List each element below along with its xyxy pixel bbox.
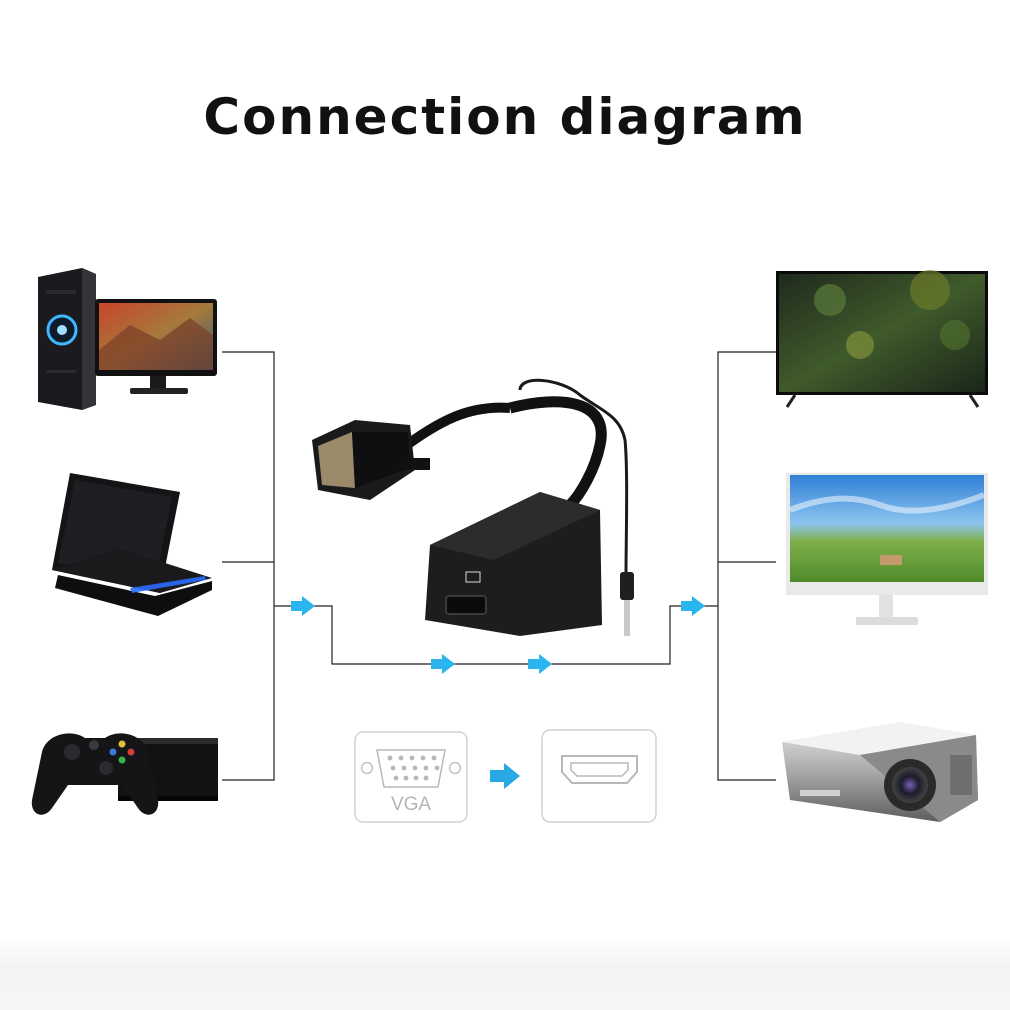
desktop-computer-image (38, 268, 217, 410)
connection-lines (222, 351, 776, 781)
page-title: Connection diagram (203, 88, 807, 146)
tv-image (776, 270, 988, 408)
arrow-icon (528, 654, 552, 674)
output-bus-line (717, 351, 776, 781)
signal-path-line (274, 605, 718, 665)
arrow-icon (291, 596, 315, 616)
game-console-image (31, 733, 218, 815)
bottom-band (0, 938, 1010, 1010)
vga-label: VGA (391, 794, 431, 815)
vga-hdmi-adapter-image (312, 378, 634, 636)
laptop-image (52, 473, 212, 616)
arrow-icon (681, 596, 705, 616)
hdmi-port-icon (541, 729, 657, 823)
arrow-icon (431, 654, 455, 674)
signal-arrows (291, 596, 705, 674)
vga-to-hdmi-arrow-icon (490, 763, 520, 789)
source-bus-line (222, 351, 275, 781)
monitor-image (786, 473, 988, 625)
vga-port-icon: VGA (354, 731, 468, 823)
projector-image (782, 722, 978, 822)
